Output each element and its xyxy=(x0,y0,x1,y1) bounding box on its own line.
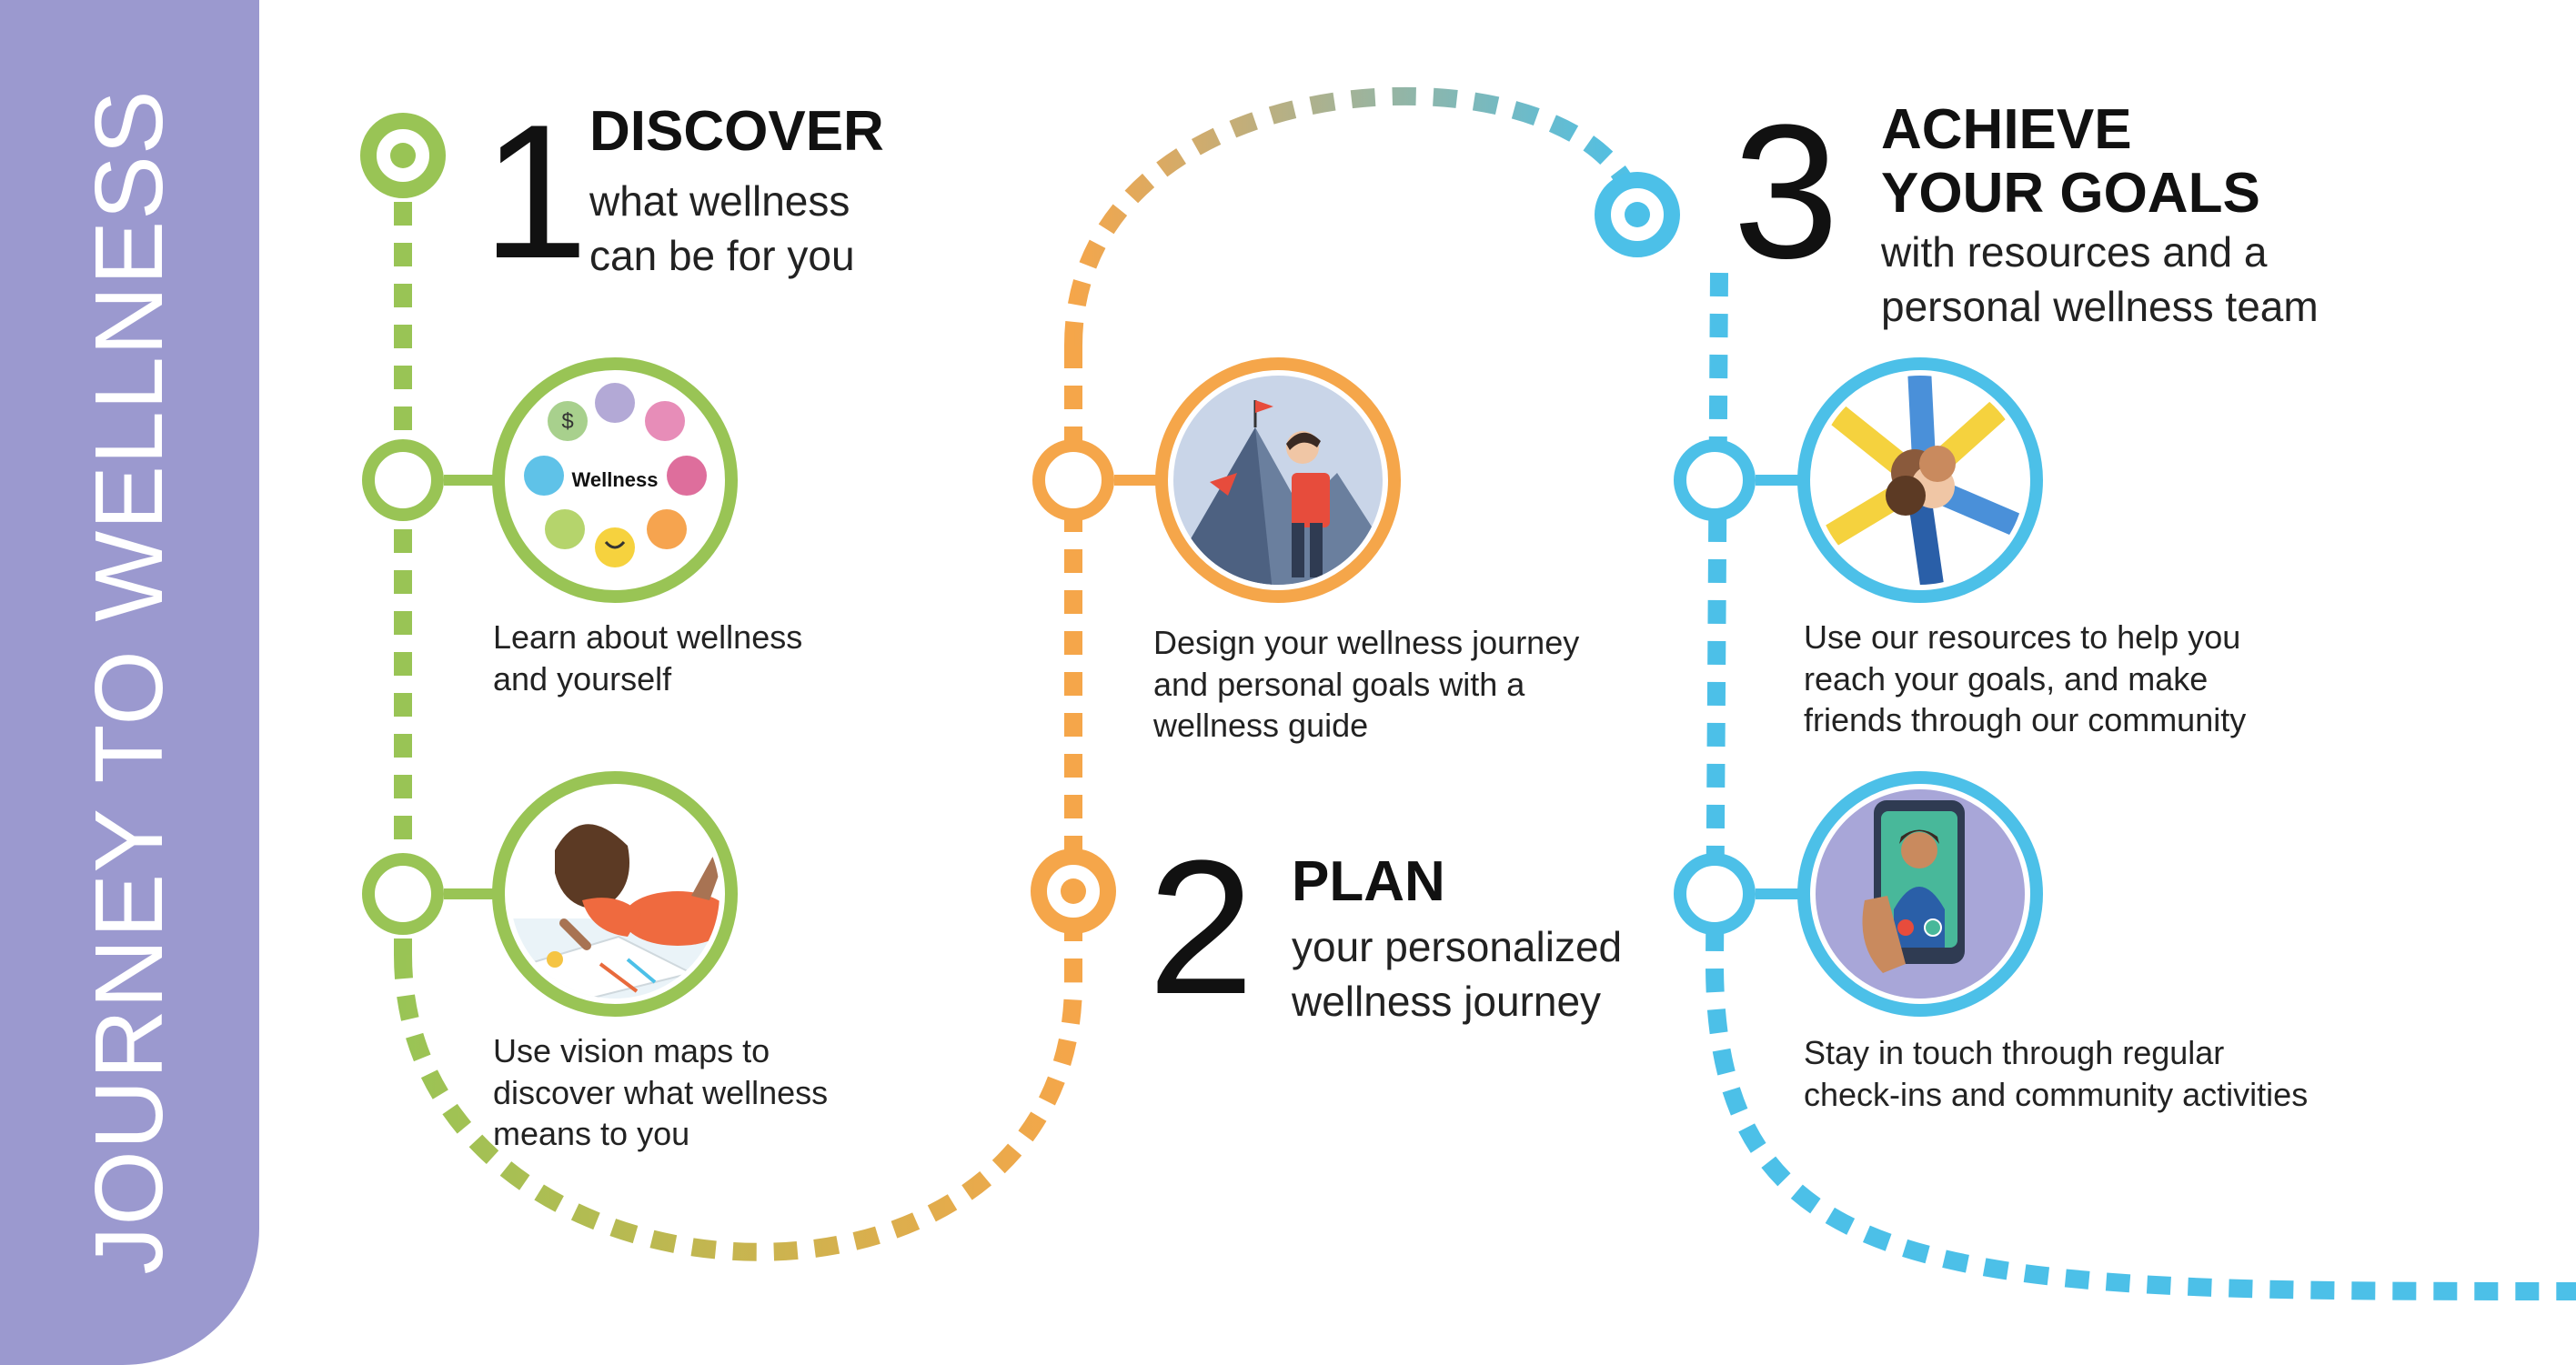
mountain-climber-icon xyxy=(1155,357,1401,603)
team-hands-icon xyxy=(1797,357,2043,603)
step-1-item-2-text: Use vision maps to discover what wellnes… xyxy=(493,1032,829,1153)
step-3-title: ACHIEVE YOUR GOALS xyxy=(1881,98,2260,226)
connector-achieve-1 xyxy=(1674,439,1806,521)
step-3-item-1-text: Use our resources to help you reach your… xyxy=(1804,618,2247,739)
step-2-title: PLAN xyxy=(1292,850,1445,913)
connector-discover-1 xyxy=(362,439,496,521)
wheel-center-label: Wellness xyxy=(572,468,659,491)
step-2-number: 2 xyxy=(1148,820,1254,1034)
wellness-wheel-icon: $ Wellness xyxy=(492,357,738,603)
vision-map-drawing-icon xyxy=(492,771,738,1017)
step-3-subtitle: with resources and a personal wellness t… xyxy=(1881,228,2319,330)
connector-discover-2 xyxy=(362,853,496,935)
step-1-subtitle: what wellness can be for you xyxy=(589,177,855,279)
step-1-item-1-text: Learn about wellness and yourself xyxy=(493,618,803,698)
svg-text:$: $ xyxy=(561,409,573,434)
path-dashes xyxy=(394,86,2576,1300)
milestone-node-plan xyxy=(1031,848,1116,934)
step-1-title: DISCOVER xyxy=(589,100,884,163)
step-3-item-2-text: Stay in touch through regular check-ins … xyxy=(1804,1034,2309,1113)
connector-plan-1 xyxy=(1032,439,1160,521)
step-2-item-1-text: Design your wellness journey and persona… xyxy=(1153,624,1580,745)
path-top-arc xyxy=(1064,86,1646,346)
video-call-icon xyxy=(1797,771,2043,1017)
step-2-subtitle: your personalized wellness journey xyxy=(1292,923,1623,1025)
path-bottom-arc xyxy=(394,954,1082,1261)
path-achieve-segment xyxy=(1705,272,2576,1300)
step-3-number: 3 xyxy=(1733,85,1839,298)
milestone-node-discover xyxy=(360,113,446,198)
sidebar-banner: JOURNEY TO WELLNESS xyxy=(0,0,259,1365)
step-1-number: 1 xyxy=(482,85,589,298)
milestone-node-achieve xyxy=(1595,172,1680,257)
connector-achieve-2 xyxy=(1674,853,1806,935)
